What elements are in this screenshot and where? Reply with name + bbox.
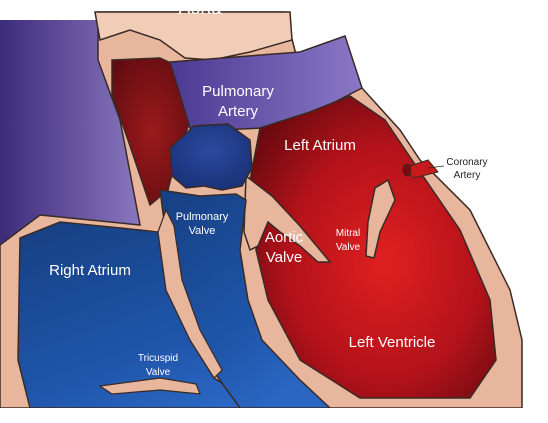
- label-aorta: Aorta: [178, 0, 222, 18]
- aorta: [94, 11, 293, 61]
- label-coronary-artery-line1: Coronary: [446, 157, 487, 168]
- label-pulmonary-valve-line2: Valve: [189, 225, 216, 237]
- interventricular-septum: [157, 208, 223, 379]
- label-pulmonary-artery-line2: Artery: [218, 103, 259, 120]
- label-tricuspid-valve-line1: Tricuspid: [138, 353, 178, 364]
- label-aortic-valve-line2: Valve: [266, 249, 302, 266]
- coronary-artery-opening: [402, 163, 412, 177]
- label-left-ventricle: Left Ventricle: [349, 334, 436, 351]
- label-right-atrium: Right Atrium: [49, 262, 131, 279]
- bottom-margin: [0, 408, 548, 423]
- label-left-atrium: Left Atrium: [284, 137, 356, 154]
- label-mitral-valve-line1: Mitral: [336, 228, 360, 239]
- tricuspid-valve-leaflet: [98, 377, 201, 395]
- label-mitral-valve-line2: Valve: [336, 242, 361, 253]
- label-pulmonary-valve-line1: Pulmonary: [176, 211, 229, 223]
- mitral-valve-leaflet: [365, 178, 396, 259]
- label-aortic-valve-line1: Aortic: [265, 229, 304, 246]
- label-pulmonary-artery-line1: Pulmonary: [202, 83, 274, 100]
- aortic-valve-tissue: [243, 174, 332, 263]
- label-coronary-artery-line2: Artery: [454, 170, 481, 181]
- label-tricuspid-valve-line2: Valve: [146, 367, 171, 378]
- coronary-artery: [403, 159, 439, 179]
- coronary-pointer: [427, 165, 445, 169]
- pulmonary-valve-chamber: [169, 123, 253, 191]
